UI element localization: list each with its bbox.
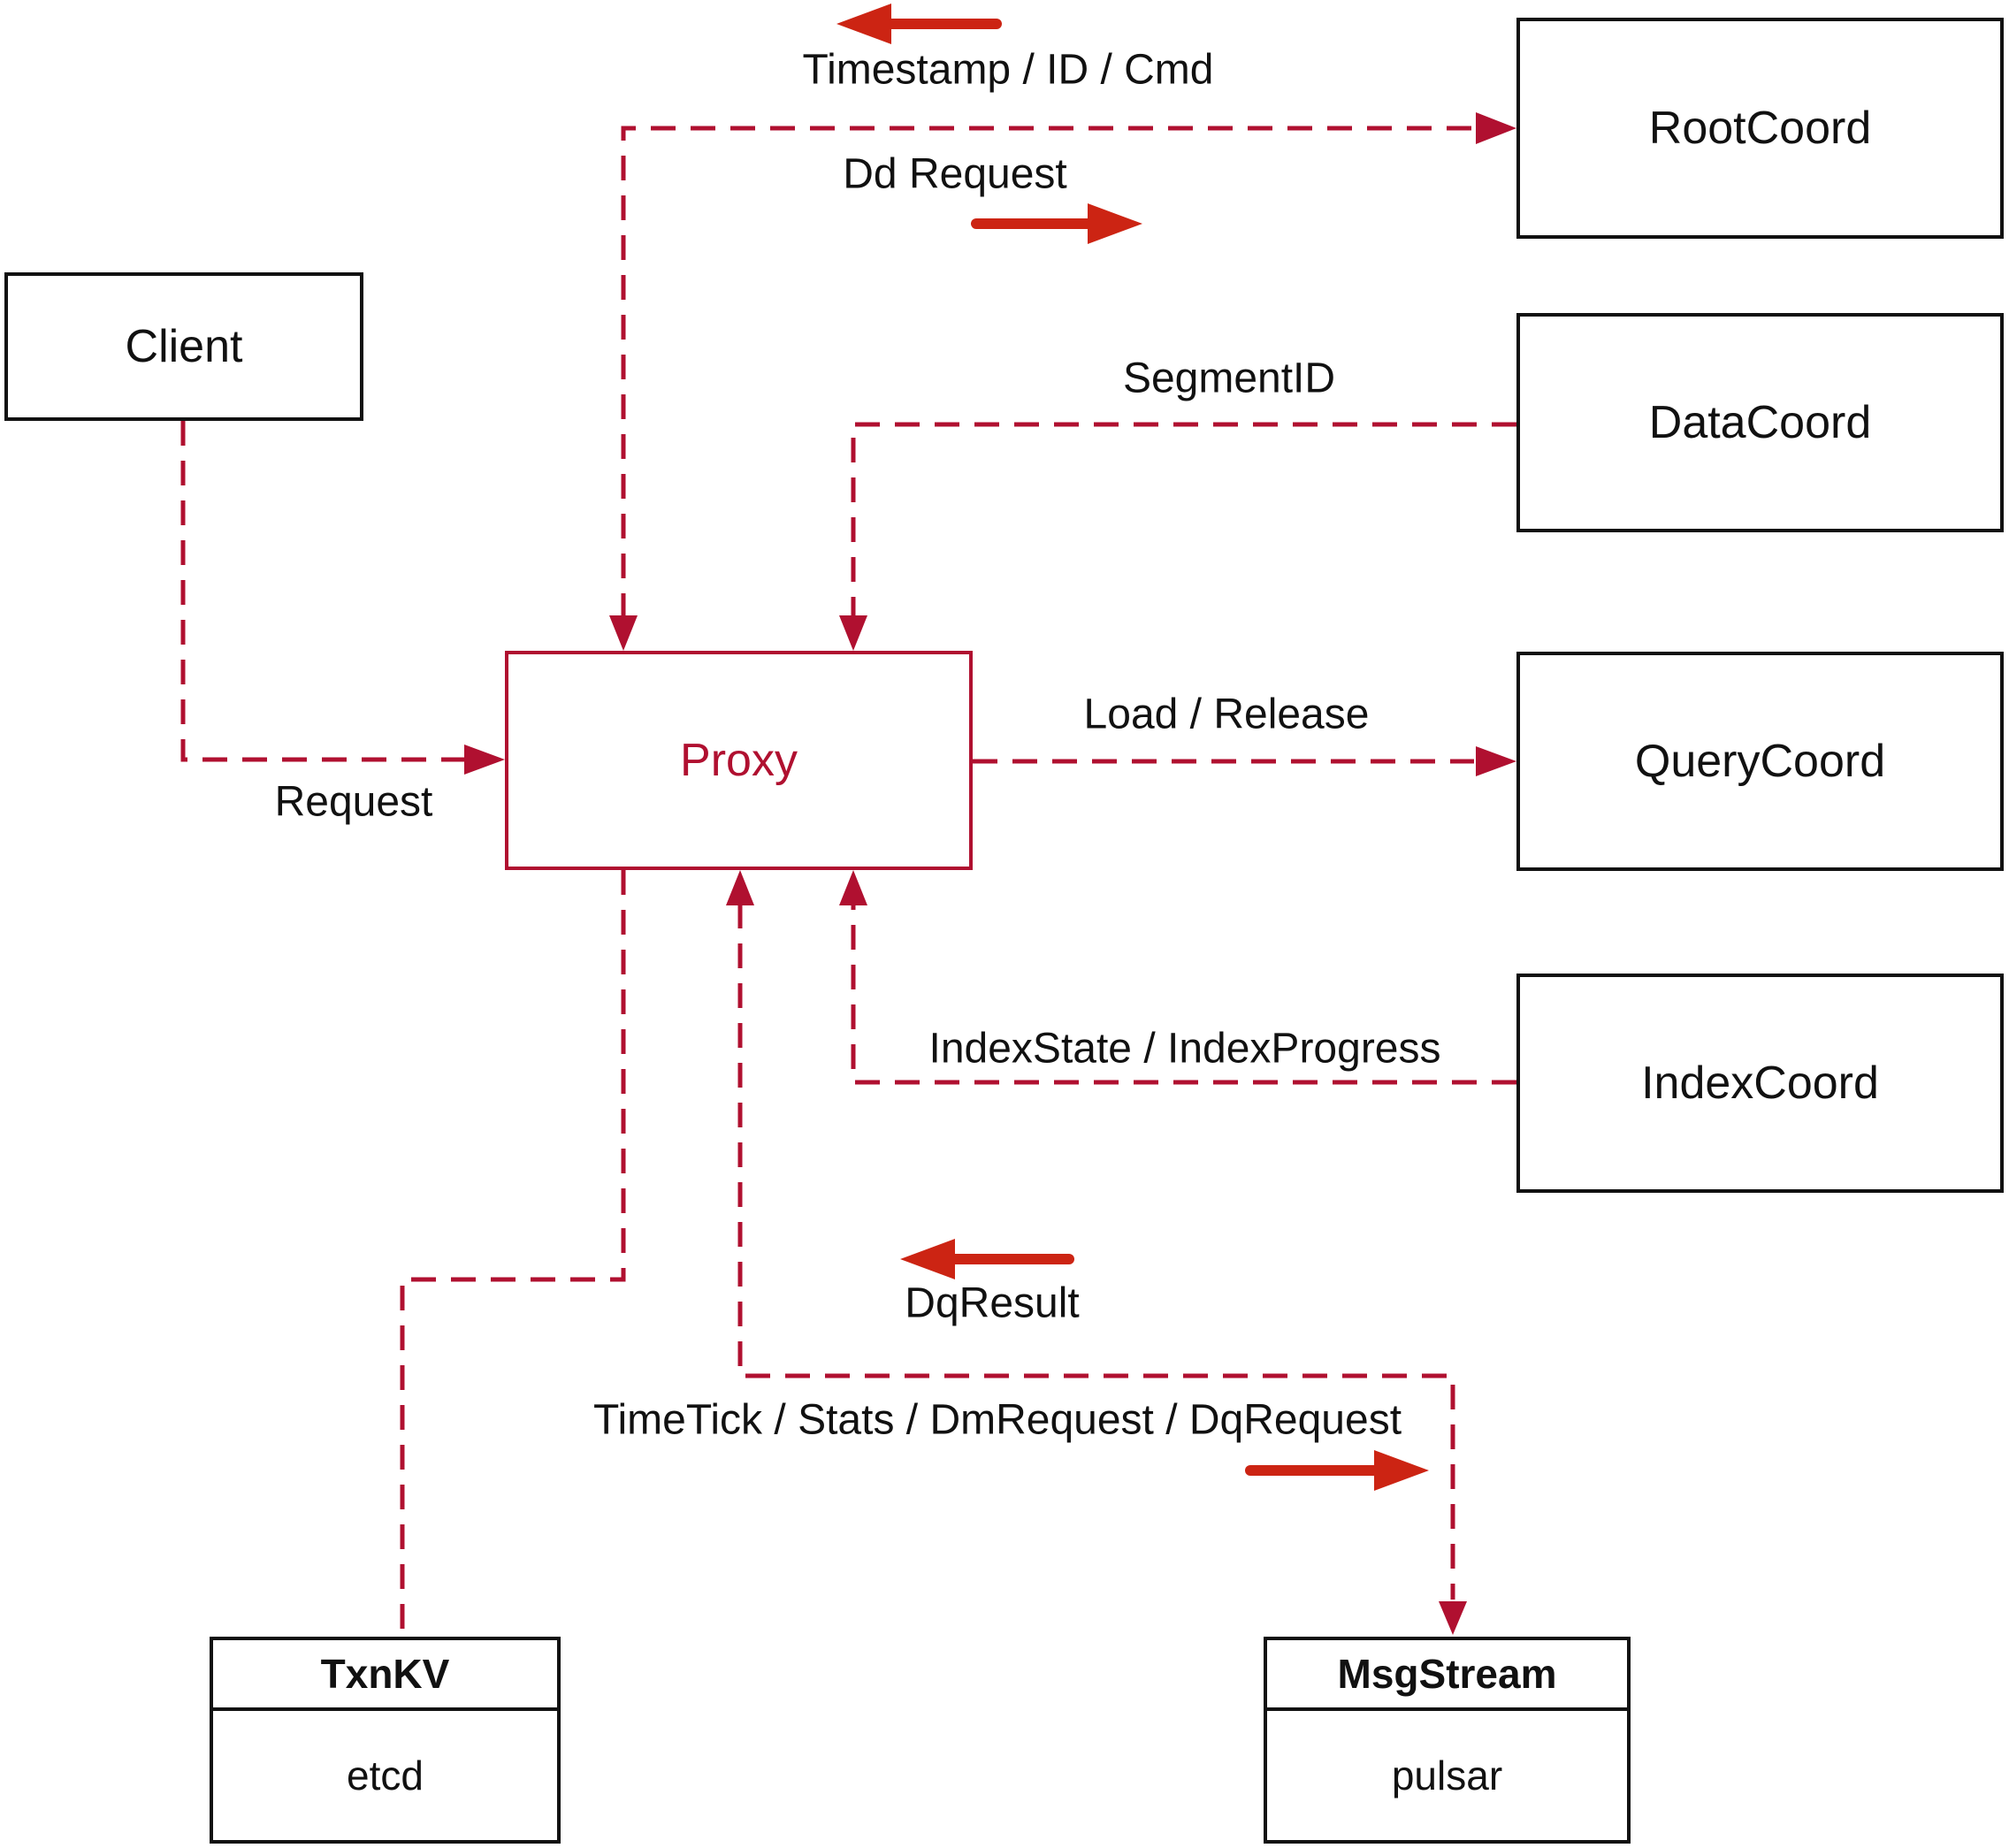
node-proxy-label: Proxy — [680, 735, 798, 786]
edge-label-segmentid: SegmentID — [1122, 355, 1336, 402]
arrowhead-into-proxy-bottom-right — [839, 870, 867, 905]
arrowhead-into-querycoord — [1476, 746, 1516, 776]
edge-proxy-rootcoord — [609, 112, 1516, 651]
node-txnkv-title: TxnKV — [213, 1640, 557, 1711]
node-rootcoord-label: RootCoord — [1648, 103, 1872, 154]
node-msgstream-impl: pulsar — [1391, 1753, 1503, 1798]
node-datacoord-label: DataCoord — [1648, 397, 1872, 448]
flow-arrow-dd-request-right — [971, 203, 1142, 244]
node-datacoord: DataCoord — [1516, 313, 2004, 532]
flow-arrow-timetick-right — [1245, 1450, 1429, 1491]
edge-client-proxy — [180, 421, 505, 775]
edge-datacoord-proxy — [839, 422, 1516, 651]
edge-proxy-txnkv — [400, 870, 626, 1635]
arrowhead-into-proxy-bottom-left — [726, 870, 754, 905]
edge-label-dd-request: Dd Request — [843, 150, 1067, 198]
node-txnkv: TxnKV etcd — [210, 1637, 561, 1844]
edge-label-load-release: Load / Release — [1083, 691, 1370, 738]
node-client: Client — [4, 272, 363, 421]
node-querycoord-label: QueryCoord — [1634, 736, 1886, 787]
node-client-label: Client — [125, 321, 243, 372]
flow-arrow-dqresult-left — [900, 1239, 1074, 1279]
edge-proxy-querycoord — [973, 746, 1516, 776]
node-proxy: Proxy — [505, 651, 973, 870]
arrowhead-into-proxy-top-right — [839, 615, 867, 651]
arrowhead-into-rootcoord — [1476, 112, 1516, 144]
edge-label-indexstate-indexprogress: IndexState / IndexProgress — [928, 1025, 1441, 1073]
node-indexcoord: IndexCoord — [1516, 974, 2004, 1193]
node-txnkv-impl: etcd — [347, 1753, 424, 1798]
arrowhead-into-proxy-top-left — [609, 615, 638, 651]
edge-label-request: Request — [274, 778, 433, 826]
edge-indexcoord-proxy — [839, 870, 1516, 1085]
edge-proxy-msgstream — [726, 870, 1467, 1635]
node-rootcoord: RootCoord — [1516, 18, 2004, 239]
edge-label-dqresult: DqResult — [905, 1279, 1080, 1327]
flow-arrow-timestamp-left — [836, 4, 1002, 44]
node-indexcoord-label: IndexCoord — [1641, 1058, 1879, 1109]
edge-label-timetick-stats-dmrequest-dqrequest: TimeTick / Stats / DmRequest / DqRequest — [592, 1396, 1402, 1444]
node-msgstream-title: MsgStream — [1267, 1640, 1627, 1711]
arrowhead-into-msgstream — [1439, 1601, 1467, 1635]
node-querycoord: QueryCoord — [1516, 652, 2004, 871]
node-msgstream: MsgStream pulsar — [1264, 1637, 1631, 1844]
arrowhead-into-proxy-left — [464, 745, 505, 775]
edge-label-timestamp-id-cmd: Timestamp / ID / Cmd — [802, 46, 1214, 94]
